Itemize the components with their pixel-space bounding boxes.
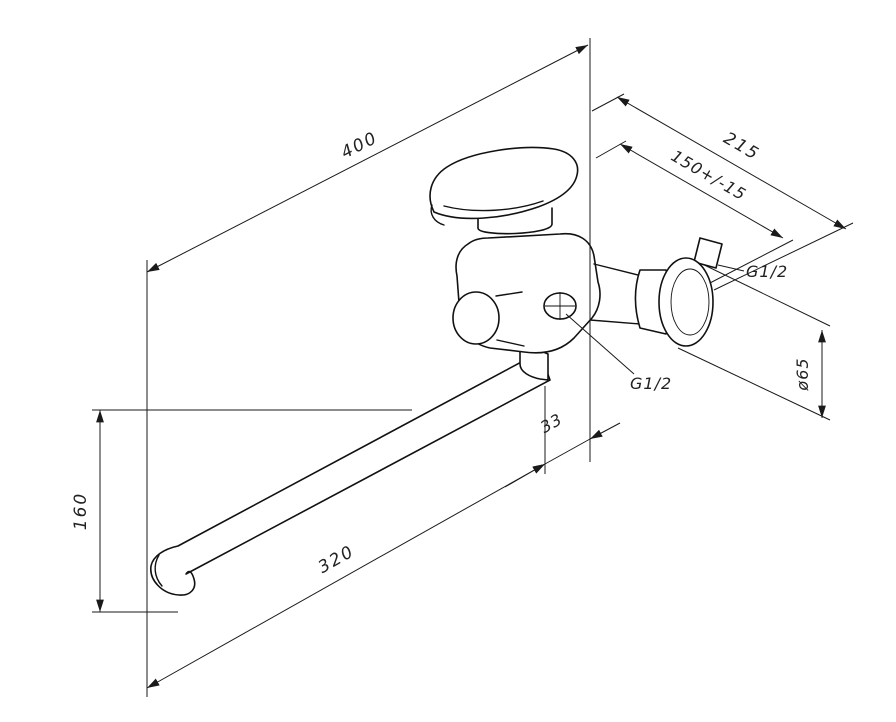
ext-line-215-right — [713, 222, 854, 291]
dim-400-label: 400 — [338, 128, 381, 163]
dim-33: 33 — [504, 409, 621, 488]
leader-thread-wall — [717, 264, 745, 272]
ext-line-150-right — [707, 239, 794, 285]
thread-wall-label: G1/2 — [746, 262, 788, 281]
dim-line-320 — [146, 463, 546, 689]
diverter-knob — [452, 291, 525, 347]
leader-thread-shower — [565, 313, 635, 375]
dim-line-150 — [619, 143, 784, 239]
dim-160-label: 160 — [71, 492, 91, 530]
ext-line-150-left — [595, 140, 627, 159]
thread-shower-label: G1/2 — [630, 374, 672, 393]
callout-thread-shower: G1/2 — [565, 313, 672, 393]
wall-flange-inner-ring — [670, 268, 710, 336]
shower-outlet-hole — [543, 292, 577, 320]
dim-215: 215 — [616, 96, 847, 230]
dim-dia65: ø65 — [793, 330, 826, 418]
wall-arm — [589, 263, 643, 325]
ext-line-dia65-bottom — [677, 347, 831, 421]
dim-320: 320 — [146, 463, 546, 689]
dim-160: 160 — [71, 410, 104, 612]
ext-line-215-left — [591, 93, 625, 112]
wall-thread-stub — [693, 237, 723, 269]
callout-thread-wall: G1/2 — [717, 262, 788, 281]
dim-33-label: 33 — [537, 409, 566, 436]
wall-flange — [658, 257, 714, 347]
dim-line-400 — [146, 44, 589, 273]
dim-line-33-mid — [544, 438, 591, 465]
dim-line-215 — [616, 96, 847, 230]
lever-handle — [429, 146, 579, 226]
ext-line-dia65-top — [693, 259, 831, 327]
faucet-drawing — [150, 146, 723, 596]
dim-line-33-right — [589, 422, 621, 440]
dim-dia65-label: ø65 — [793, 357, 812, 391]
